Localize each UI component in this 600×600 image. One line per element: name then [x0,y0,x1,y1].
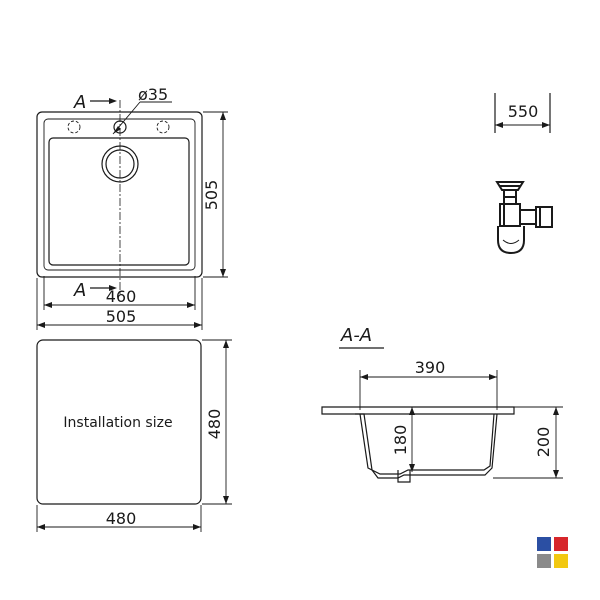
dimension-outer-depth-label: 505 [202,180,221,211]
dimension-bowl-width-label: 390 [415,358,446,377]
sink-rim-outline [43,118,196,271]
dimension-total-height: 200 [493,406,563,479]
siphon-icon [495,181,553,255]
dimension-outer-depth: 505 [202,111,228,278]
dimension-installation-width: 480 [36,505,202,532]
dimension-outer-width: 505 [36,278,203,330]
sink-bowl-outline [48,137,190,266]
logo-tile-gray [537,554,551,568]
hole-diameter-label: ø35 [138,85,168,104]
dimension-bowl-width: 390 [359,358,498,410]
optional-tap-hole-left [67,120,81,134]
dimension-installation-width-label: 480 [106,509,137,528]
sink-outer-outline [36,111,203,278]
section-marker-bottom: A [73,280,117,301]
dimension-bowl-depth: 180 [391,407,415,472]
section-bowl-inner [359,413,495,475]
dimension-cabinet-width: 550 [494,93,551,133]
section-marker-top: A [73,92,117,113]
installation-cutout-outline [36,339,202,505]
sink-top-view [36,100,203,295]
installation-size-label: Installation size [63,415,172,431]
dimension-inner-width-label: 460 [106,287,137,306]
dimension-installation-height-label: 480 [205,409,224,440]
dimension-installation-height: 480 [202,339,232,505]
section-drain [397,470,411,483]
dimension-bowl-depth-label: 180 [391,425,410,456]
logo-tile-blue [537,537,551,551]
brand-logo [537,537,568,568]
dimension-inner-width: 460 [43,276,196,310]
section-bowl-outer [355,413,498,479]
section-rim [321,406,515,415]
installation-cutout: Installation size [36,339,202,505]
dimension-outer-width-label: 505 [106,307,137,326]
optional-tap-hole-right [156,120,170,134]
logo-tile-yellow [554,554,568,568]
section-letter-bottom: A [73,280,86,301]
dimension-total-height-label: 200 [534,427,553,458]
section-letter-top: A [73,92,86,113]
logo-tile-red [554,537,568,551]
section-title: A-A [340,325,372,346]
dimension-cabinet-width-label: 550 [508,102,539,121]
section-view: A-A [321,325,515,483]
hole-diameter-callout: ø35 [112,85,172,135]
